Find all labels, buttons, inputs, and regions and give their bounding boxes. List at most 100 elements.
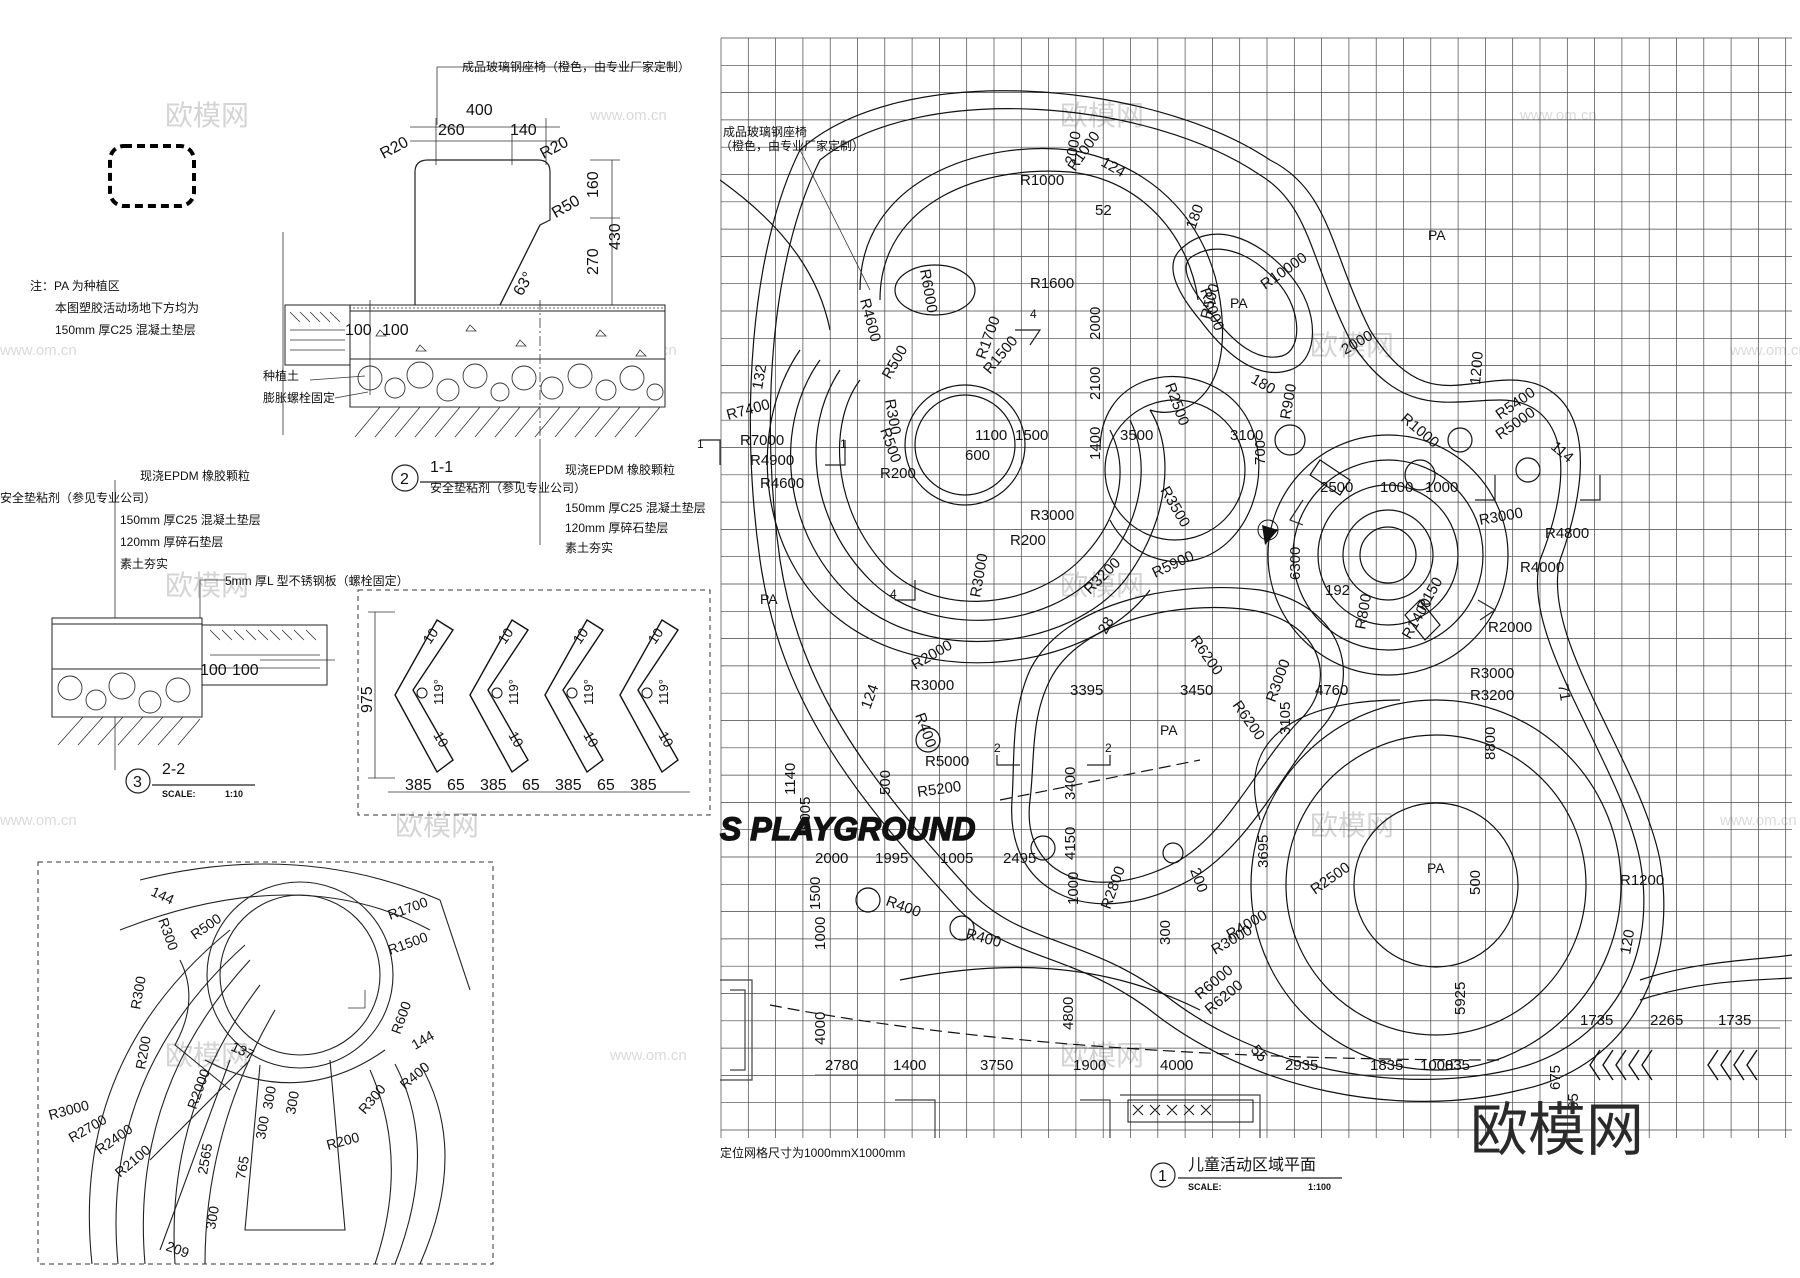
plan-dim-label: 3395 [1070, 682, 1103, 699]
plan-dim-label: 2000 [815, 850, 848, 867]
chevron-angle-dim: 119° [506, 679, 521, 705]
plan-dim-label: 1835 [1370, 1057, 1403, 1074]
plan-dim-label: 2935 [1285, 1057, 1318, 1074]
watermark-url: www.om.cn [1719, 812, 1797, 829]
plan-title: 儿童活动区域平面 [1188, 1155, 1316, 1174]
plan-dim-label: 4000 [1160, 1057, 1193, 1074]
plan-dim-label: R4900 [750, 452, 794, 469]
plan-dim-label: 1005 [940, 850, 973, 867]
scale-value: 1:100 [1308, 1182, 1331, 1192]
plan-dim-label: 3100 [1230, 427, 1263, 444]
plan-dim-label: 1000 [1380, 479, 1413, 496]
plan-dim-label: 180 [1183, 202, 1208, 231]
label-2565: 2565 [194, 1142, 215, 1176]
label-r2000: R2000 [184, 1067, 213, 1111]
label-300: 300 [202, 1205, 222, 1231]
watermark-url: www.om.cn [0, 342, 77, 359]
plan-dim-label: 2780 [825, 1057, 858, 1074]
note-line-1: 注：PA 为种植区 [30, 278, 120, 293]
section-mark: 4 [890, 587, 897, 601]
plan-dim-label: 600 [965, 447, 990, 464]
plan-dim-label: 1000 [1420, 1057, 1453, 1074]
watermark-url: www.om.cn [609, 1047, 687, 1064]
plan-dim-label: R400 [911, 711, 939, 751]
chevron-tile [469, 619, 529, 774]
dim-r20-left: R20 [377, 134, 411, 163]
plan-dim-label: R3000 [967, 552, 991, 598]
plan-dim-label: 4760 [1315, 682, 1348, 699]
plan-dim-label: 1500 [807, 877, 824, 910]
dim-100-a: 100 [200, 662, 227, 679]
plan-dim-label: 3450 [1180, 682, 1213, 699]
seat-callout-2: （橙色，由专业厂家定制） [720, 138, 864, 153]
watermark-logo: 欧模网 [165, 100, 249, 131]
steel-plate-label: 5mm 厚L 型不锈钢板（螺栓固定） [225, 573, 409, 588]
section-markers: 1 1 2 2 4 4 [697, 307, 1601, 766]
chevron-leg-dim: 10 [569, 625, 591, 647]
plan-dim-label: R3000 [910, 677, 954, 694]
pa-label: PA [1230, 295, 1248, 311]
watermark-url: www.om.cn [1729, 342, 1800, 359]
chevron-angle-mark [416, 687, 428, 699]
detail-2-2-section: 现浇EPDM 橡胶颗粒 安全垫粘剂（参见专业公司） 150mm 厚C25 混凝土… [0, 468, 409, 799]
dim-385: 385 [405, 777, 432, 794]
plan-dim-label: R150 [1414, 574, 1447, 614]
plan-dim-label: 2000 [1087, 307, 1104, 340]
label-planting-soil: 种植土 [263, 368, 299, 383]
plan-dim-label: R200 [1010, 532, 1046, 549]
layer-gravel: 120mm 厚碎石垫层 [565, 520, 668, 535]
plan-dim-label: 4800 [1060, 997, 1077, 1030]
detail-number: 3 [133, 774, 142, 791]
plan-dim-label: 300 [1157, 920, 1174, 945]
chevron-tile [544, 619, 604, 774]
label-expansion-bolt: 膨胀螺栓固定 [263, 390, 335, 405]
label-r200: R200 [132, 1035, 154, 1071]
plan-dim-label: R3500 [1157, 484, 1194, 531]
plan-dim-label: 124 [858, 682, 883, 711]
layer-earth: 素土夯实 [120, 556, 168, 571]
watermark-logo: 欧模网 [1310, 810, 1394, 841]
plan-dim-label: 500 [1467, 870, 1484, 895]
dim-260: 260 [438, 122, 465, 139]
watermark-logo: 欧模网 [165, 1040, 249, 1071]
notes: 注：PA 为种植区 本图塑胶活动场地下方均为 150mm 厚C25 混凝土垫层 [30, 278, 199, 337]
plan-dim-label: 1735 [1718, 1012, 1751, 1029]
dim-100-b: 100 [382, 322, 409, 339]
chevron-angle-dim: 119° [581, 679, 596, 705]
label-r400: R400 [397, 1058, 433, 1092]
plan-dim-label: R7000 [740, 432, 784, 449]
dim-975: 975 [359, 686, 376, 713]
chevron-angle-mark [641, 687, 653, 699]
planting-area-symbol [108, 144, 196, 208]
plan-dim-label: 1995 [875, 850, 908, 867]
plan-dim-label: R4000 [1520, 559, 1564, 576]
chevron-leg-dim: 10 [580, 729, 602, 751]
main-site-plan: PA PA PA PA PA 成品玻璃钢座椅 （橙色，由专业厂家定制） S PL… [697, 37, 1792, 1192]
plan-dim-label: 1200 [1467, 351, 1487, 386]
plan-dim-label: 132 [749, 363, 770, 391]
pa-label: PA [1428, 227, 1446, 243]
seat-callout-1: 成品玻璃钢座椅 [723, 124, 807, 139]
plan-dim-label: R200 [880, 465, 916, 482]
plan-dim-label: R4600 [760, 475, 804, 492]
dim-385: 385 [555, 777, 582, 794]
chevron-leg-dim: 10 [505, 729, 527, 751]
plan-dim-label: 1000 [1425, 479, 1458, 496]
plan-dim-label: 1900 [1073, 1057, 1106, 1074]
label-300: 300 [252, 1115, 272, 1141]
plan-dim-label: R5000 [925, 753, 969, 770]
dim-r20-right: R20 [537, 134, 571, 163]
label-r300: R300 [155, 916, 182, 953]
label-144: 144 [149, 883, 177, 907]
watermark-logo: 欧模网 [1060, 570, 1144, 601]
plan-dim-label: 2265 [1650, 1012, 1683, 1029]
plan-dim-label: R400 [884, 893, 924, 921]
plan-dim-label: 835 [1445, 1057, 1470, 1074]
plan-dim-label: 192 [1325, 582, 1350, 599]
detail-number: 2 [400, 471, 409, 488]
plan-dim-label: R1600 [1030, 275, 1074, 292]
note-line-2: 本图塑胶活动场地下方均为 [55, 300, 199, 315]
circle-enlargement-detail: R1700 R1500 144 R500 R300 R300 R200 R200… [37, 861, 494, 1265]
